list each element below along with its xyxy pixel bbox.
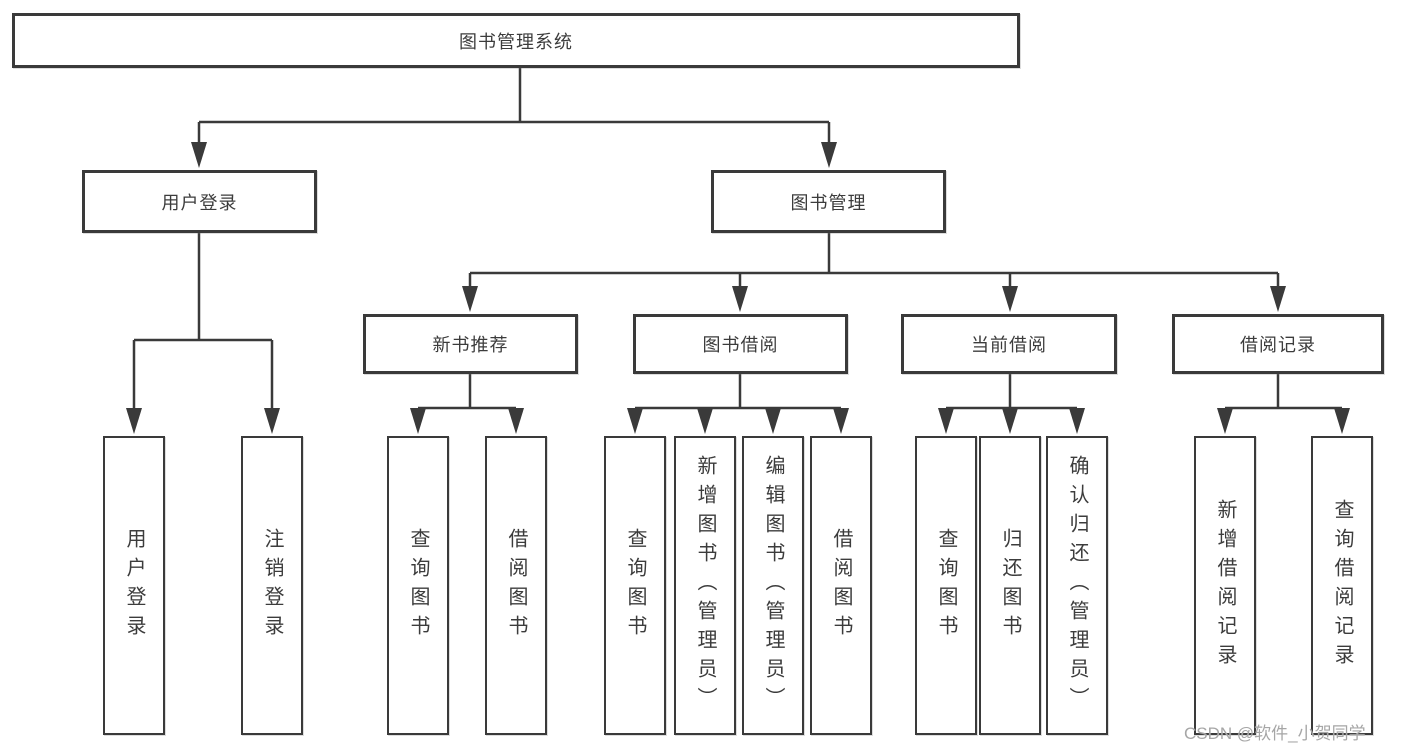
- leaf-user-login: 用户登录: [103, 436, 165, 735]
- leaf-query-books-recommend: 查询图书: [387, 436, 449, 735]
- node-new-book-recommendation: 新书推荐: [363, 314, 578, 374]
- leaf-edit-books-admin: 编辑图书（管理员）: [742, 436, 804, 735]
- leaf-query-borrow-record: 查询借阅记录: [1311, 436, 1373, 735]
- node-root: 图书管理系统: [12, 13, 1020, 68]
- node-book-management: 图书管理: [711, 170, 946, 233]
- csdn-watermark: CSDN @软件_小贺同学: [1184, 724, 1366, 743]
- leaf-borrow-books-borrowing: 借阅图书: [810, 436, 872, 735]
- leaf-add-borrow-record: 新增借阅记录: [1194, 436, 1256, 735]
- leaf-confirm-return-admin: 确认归还（管理员）: [1046, 436, 1108, 735]
- leaf-borrow-books-recommend: 借阅图书: [485, 436, 547, 735]
- leaf-add-books-admin: 新增图书（管理员）: [674, 436, 736, 735]
- leaf-return-books: 归还图书: [979, 436, 1041, 735]
- leaf-query-books-current: 查询图书: [915, 436, 977, 735]
- node-user-login: 用户登录: [82, 170, 317, 233]
- leaf-query-books-borrowing: 查询图书: [604, 436, 666, 735]
- leaf-logout: 注销登录: [241, 436, 303, 735]
- node-borrowing-records: 借阅记录: [1172, 314, 1384, 374]
- node-current-borrowing: 当前借阅: [901, 314, 1117, 374]
- node-book-borrowing: 图书借阅: [633, 314, 848, 374]
